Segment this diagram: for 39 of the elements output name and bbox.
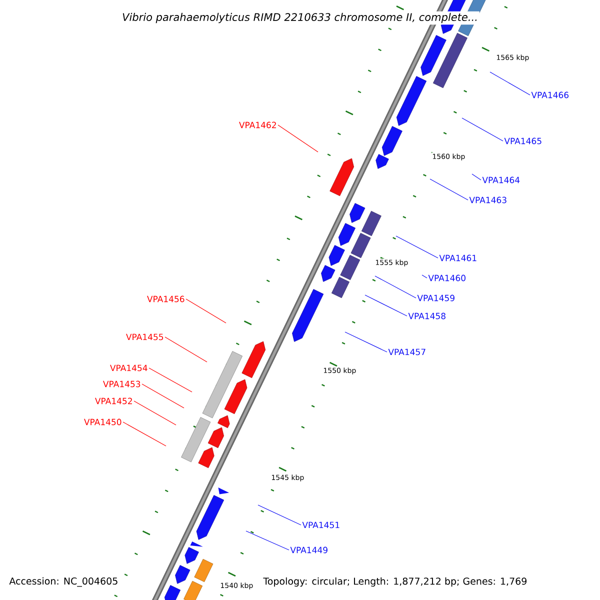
leader-line [422,274,428,278]
leader-line [186,298,226,324]
leader-line [364,294,408,316]
leader-line [490,72,530,96]
leader-line [430,178,468,200]
gene-label: VPA1464 [482,176,520,184]
leader-line [278,124,318,152]
title: Vibrio parahaemolyticus RIMD 2210633 chromosome II, complete... [120,11,480,25]
leader-line [344,332,388,352]
gene-label: VPA1460 [428,274,466,282]
leader-line [122,422,166,446]
gene-label: VPA1466 [531,92,569,98]
gene-label: VPA1450 [84,418,122,426]
leader-line [374,276,416,298]
gene-label: VPA1453 [103,380,140,388]
gene-label: VPA1455 [126,334,164,340]
info-text: Topology: circular; Length: 1,877,212 bp; Genes: 1,769 [262,576,528,588]
gene-label: VPA1461 [439,254,476,262]
leader-line [246,530,290,550]
gene-label: VPA1462 [239,122,276,128]
leader-line [462,118,504,142]
info-text: Accession: NC_004605 [8,576,120,588]
leader-line [142,384,184,408]
gene-label: VPA1457 [388,348,426,356]
leader-line [148,368,192,392]
gene-label: VPA1454 [110,364,148,372]
leader-line [472,174,482,180]
gene-label: VPA1465 [504,138,542,144]
gene-label: VPA1456 [147,296,184,302]
gene-label: VPA1458 [408,312,446,320]
gene-label: VPA1451 [302,522,340,528]
leader-line [134,400,176,426]
leader-line [396,236,438,258]
leader-line [258,504,302,526]
gene-label: VPA1459 [417,294,454,302]
leader-line [164,336,208,362]
gene-label: VPA1463 [469,196,506,204]
gene-label: VPA1452 [95,398,132,404]
gene-label: VPA1449 [290,546,328,554]
